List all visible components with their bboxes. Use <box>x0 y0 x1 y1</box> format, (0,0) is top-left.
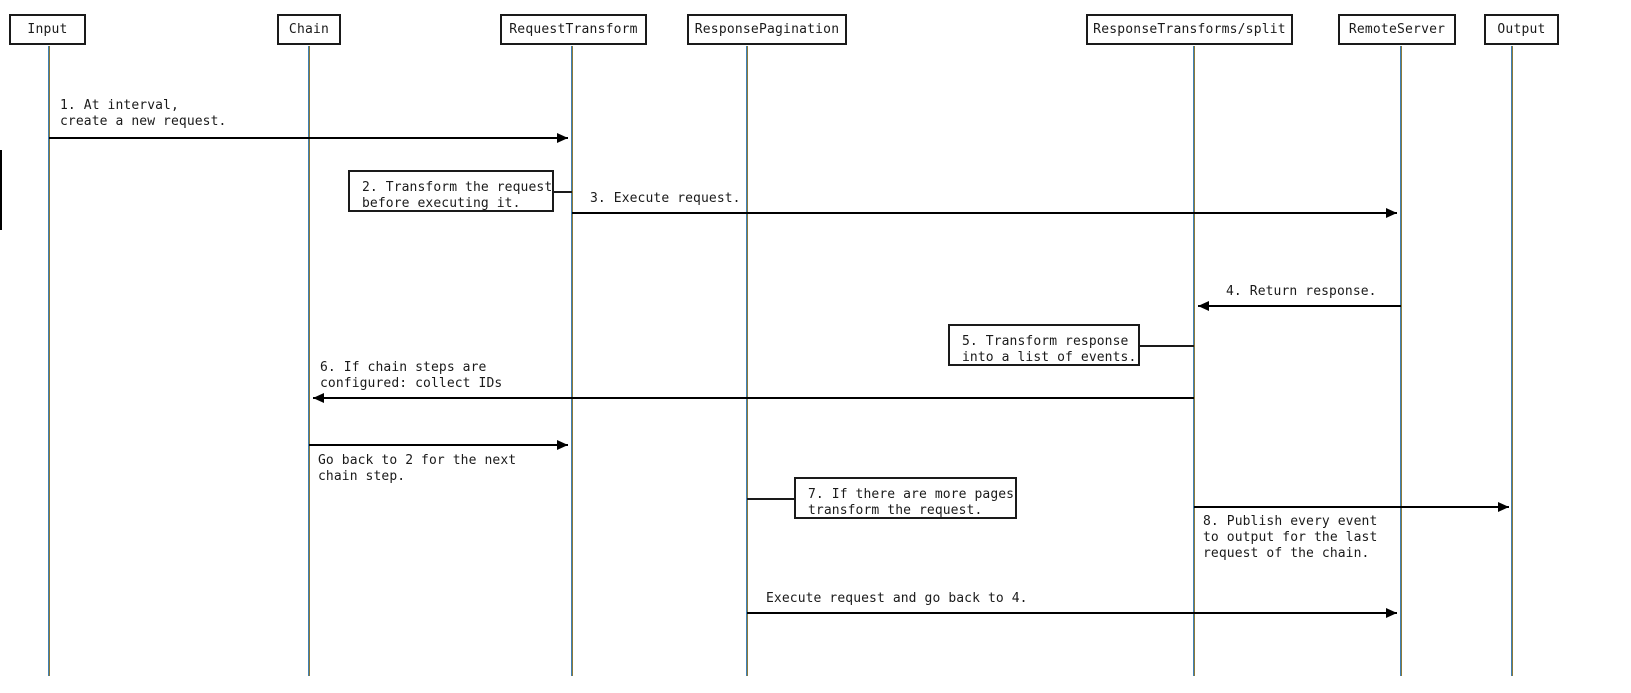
message-label-msg-6: 6. If chain steps are configured: collec… <box>320 360 503 391</box>
arrow-head-msg-goback2 <box>557 440 568 450</box>
page-edge-artifact-2 <box>0 190 2 230</box>
message-line-msg-8 <box>1194 506 1509 508</box>
participant-input[interactable]: Input <box>9 14 86 45</box>
note-connector-note-7 <box>747 498 794 500</box>
note-note-2: 2. Transform the request before executin… <box>348 170 554 212</box>
message-line-msg-goback2 <box>309 444 568 446</box>
lifeline-input <box>48 46 50 676</box>
note-connector-note-5 <box>1140 345 1194 347</box>
lifeline-output <box>1511 46 1513 676</box>
participant-responsepagination[interactable]: ResponsePagination <box>687 14 847 45</box>
arrow-head-msg-1 <box>557 133 568 143</box>
arrow-head-msg-execute-goback4 <box>1386 608 1397 618</box>
note-note-5: 5. Transform response into a list of eve… <box>948 324 1140 366</box>
arrow-head-msg-3 <box>1386 208 1397 218</box>
message-label-msg-goback2: Go back to 2 for the next chain step. <box>318 453 517 484</box>
lifeline-requesttransform <box>571 46 573 676</box>
lifeline-remoteserver <box>1400 46 1402 676</box>
page-edge-artifact-1 <box>0 150 2 190</box>
lifeline-responsetransforms-split <box>1193 46 1195 676</box>
message-line-msg-3 <box>572 212 1397 214</box>
message-label-msg-1: 1. At interval, create a new request. <box>60 98 227 129</box>
message-label-msg-4: 4. Return response. <box>1226 284 1377 299</box>
arrow-head-msg-6 <box>313 393 324 403</box>
lifeline-responsepagination <box>746 46 748 676</box>
lifeline-chain <box>308 46 310 676</box>
note-connector-note-2 <box>554 191 572 193</box>
participant-remoteserver[interactable]: RemoteServer <box>1338 14 1456 45</box>
participant-chain[interactable]: Chain <box>277 14 341 45</box>
participant-responsetransforms-split[interactable]: ResponseTransforms/split <box>1086 14 1293 45</box>
message-line-msg-6 <box>313 397 1194 399</box>
participant-output[interactable]: Output <box>1484 14 1559 45</box>
message-label-msg-3: 3. Execute request. <box>590 191 741 206</box>
message-label-msg-execute-goback4: Execute request and go back to 4. <box>766 591 1028 606</box>
participant-requesttransform[interactable]: RequestTransform <box>500 14 647 45</box>
message-line-msg-1 <box>49 137 568 139</box>
note-note-7: 7. If there are more pages transform the… <box>794 477 1017 519</box>
arrow-head-msg-4 <box>1198 301 1209 311</box>
message-label-msg-8: 8. Publish every event to output for the… <box>1203 514 1378 561</box>
message-line-msg-4 <box>1198 305 1401 307</box>
arrow-head-msg-8 <box>1498 502 1509 512</box>
message-line-msg-execute-goback4 <box>747 612 1397 614</box>
